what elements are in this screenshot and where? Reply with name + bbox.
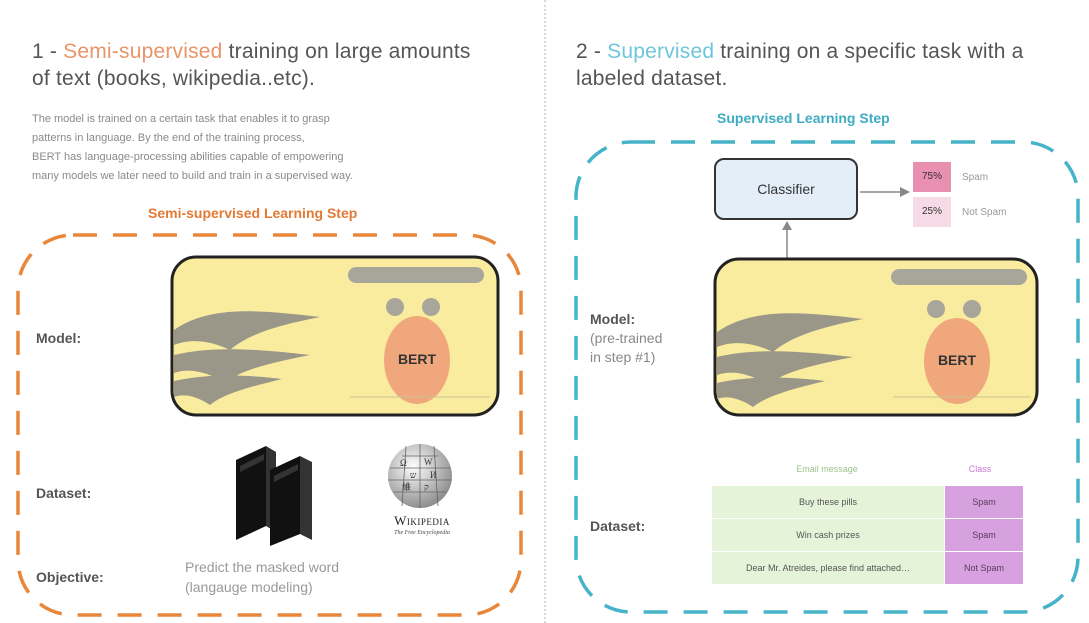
supervised-step-title: Supervised Learning Step: [717, 110, 890, 126]
left-heading: 1 - Semi-supervised training on large am…: [32, 40, 471, 90]
objective-description: Predict the masked word (langauge modeli…: [185, 559, 340, 595]
right-model-label: Model:: [590, 311, 636, 327]
classifier-label: Classifier: [757, 181, 815, 197]
output-label-spam: Spam: [962, 171, 989, 183]
semi-supervised-highlight: Semi-supervised: [63, 40, 223, 63]
bert-model-illustration-right: BERT: [713, 257, 1039, 417]
svg-text:И: И: [430, 470, 437, 480]
classifier-box: Classifier: [714, 158, 858, 220]
panel-divider: [544, 0, 546, 623]
table-header-class: Class: [968, 464, 992, 474]
table-cell-class: Not Spam: [944, 551, 1024, 585]
right-heading: 2 - Supervised training on a specific ta…: [576, 40, 1024, 90]
semi-supervised-step-title: Semi-supervised Learning Step: [148, 205, 358, 221]
table-row: Dear Mr. Atreides, please find attached……: [711, 551, 1024, 585]
output-percent-not-spam: 25%: [913, 197, 951, 227]
table-row: Buy these pills Spam: [711, 485, 1024, 519]
output-row-spam: 75% Spam: [913, 162, 988, 192]
left-model-label: Model:: [36, 330, 82, 346]
bert-label-right: BERT: [938, 352, 977, 368]
output-row-not-spam: 25% Not Spam: [913, 197, 1006, 227]
wikipedia-globe-icon: Ω Wש И 維 ק: [388, 444, 452, 508]
svg-text:Ω: Ω: [400, 458, 407, 468]
table-cell-message: Win cash prizes: [711, 518, 945, 552]
bert-model-illustration-left: BERT: [170, 255, 500, 417]
flow-arrows: [782, 187, 910, 258]
table-cell-class: Spam: [944, 485, 1024, 519]
svg-text:ק: ק: [424, 482, 429, 492]
table-cell-message: Buy these pills: [711, 485, 945, 519]
semi-supervised-step-frame: [16, 233, 523, 617]
wikipedia-wordmark: Wikipedia: [394, 513, 450, 528]
left-description: The model is trained on a certain task t…: [32, 113, 353, 182]
supervised-step-frame: [574, 140, 1080, 614]
supervised-highlight: Supervised: [607, 40, 715, 63]
labeled-dataset-table: Buy these pills Spam Win cash prizes Spa…: [711, 485, 1024, 585]
output-percent-spam: 75%: [913, 162, 951, 192]
bert-label-left: BERT: [398, 351, 437, 367]
output-label-not-spam: Not Spam: [962, 206, 1007, 218]
table-cell-message: Dear Mr. Atreides, please find attached…: [711, 551, 945, 585]
right-dataset-label: Dataset:: [590, 518, 646, 534]
left-dataset-label: Dataset:: [36, 485, 92, 501]
right-model-sublabel: (pre-trained in step #1): [590, 330, 663, 365]
table-header-email: Email message: [796, 464, 858, 474]
svg-text:W: W: [424, 457, 433, 467]
svg-text:維: 維: [402, 481, 411, 492]
wikipedia-tagline: The Free Encyclopedia: [394, 530, 450, 536]
table-cell-class: Spam: [944, 518, 1024, 552]
left-objective-label: Objective:: [36, 569, 104, 585]
books-icon: [236, 446, 312, 546]
table-row: Win cash prizes Spam: [711, 518, 1024, 552]
svg-text:ש: ש: [410, 470, 417, 480]
